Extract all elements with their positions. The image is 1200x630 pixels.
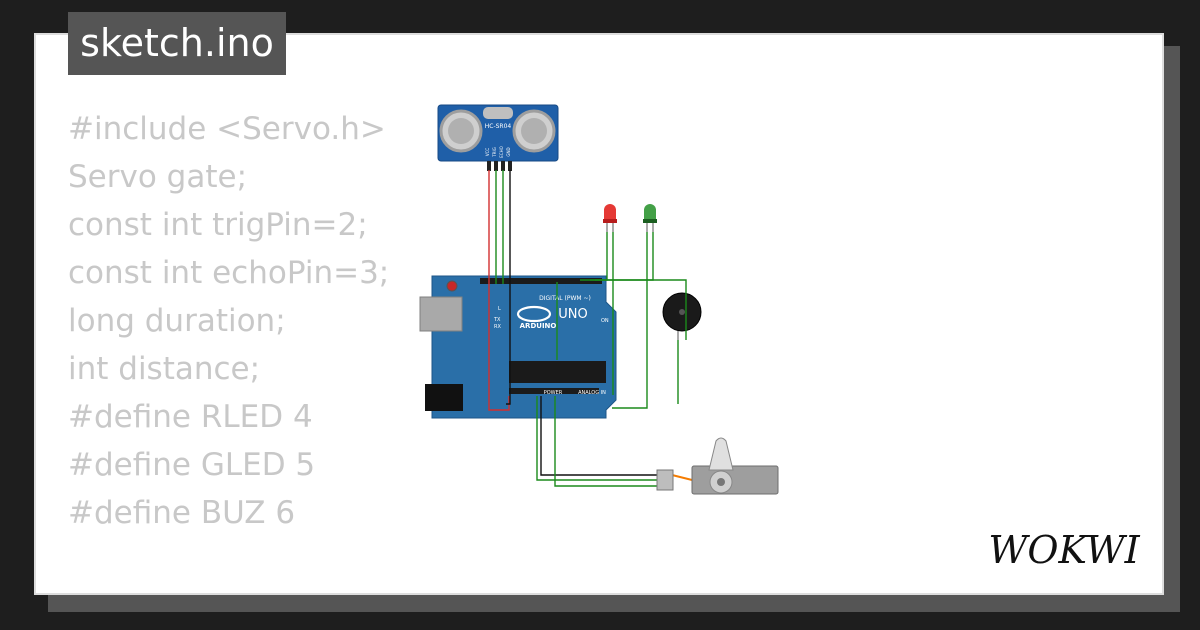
wokwi-logo: WOKWI: [988, 528, 1140, 572]
code-line: const int echoPin=3;: [68, 255, 390, 291]
rx-indicator-label: RX: [494, 324, 501, 330]
code-line: int distance;: [68, 351, 261, 387]
digital-header-label: DIGITAL (PWM ~): [539, 295, 591, 302]
green-led: [643, 204, 657, 232]
l-indicator-label: L: [498, 306, 501, 312]
code-line: long duration;: [68, 303, 286, 339]
wokwi-logo-text: WOKWI: [988, 528, 1140, 572]
code-line: #define RLED 4: [68, 399, 313, 435]
arduino-model-label: UNO: [558, 307, 587, 322]
ultrasonic-model-label: HC-SR04: [485, 123, 512, 130]
code-line: const int trigPin=2;: [68, 207, 368, 243]
ultrasonic-sensor: HC-SR04 VCC TRIG ECHO GND: [437, 104, 559, 171]
power-header-label: POWER: [544, 390, 563, 396]
arduino-brand-label: ARDUINO: [520, 322, 557, 330]
servo-motor: [656, 437, 779, 495]
on-indicator-label: ON: [601, 318, 609, 324]
ultrasonic-pin-label: GND: [506, 147, 511, 156]
code-line: void setup(){: [68, 585, 389, 593]
code-preview: #include <Servo.h> Servo gate; const int…: [68, 105, 390, 593]
ultrasonic-pin-label: VCC: [485, 148, 490, 157]
sketch-filename: sketch.ino: [68, 12, 286, 75]
code-line: #define BUZ 6: [68, 495, 296, 531]
red-led: [603, 204, 617, 232]
buzzer: [662, 292, 702, 340]
code-line: #include <Servo.h>: [68, 111, 386, 147]
analog-header-label: ANALOG IN: [578, 390, 606, 396]
code-line: Servo gate;: [68, 159, 248, 195]
tx-indicator-label: TX: [493, 317, 501, 323]
code-line: #define GLED 5: [68, 447, 316, 483]
ultrasonic-pin-label: ECHO: [499, 146, 504, 157]
wires: [488, 170, 702, 487]
ultrasonic-pin-label: TRIG: [492, 147, 497, 158]
arduino-uno-board: DIGITAL (PWM ~) ARDUINO UNO ON TX RX L P…: [419, 275, 617, 419]
